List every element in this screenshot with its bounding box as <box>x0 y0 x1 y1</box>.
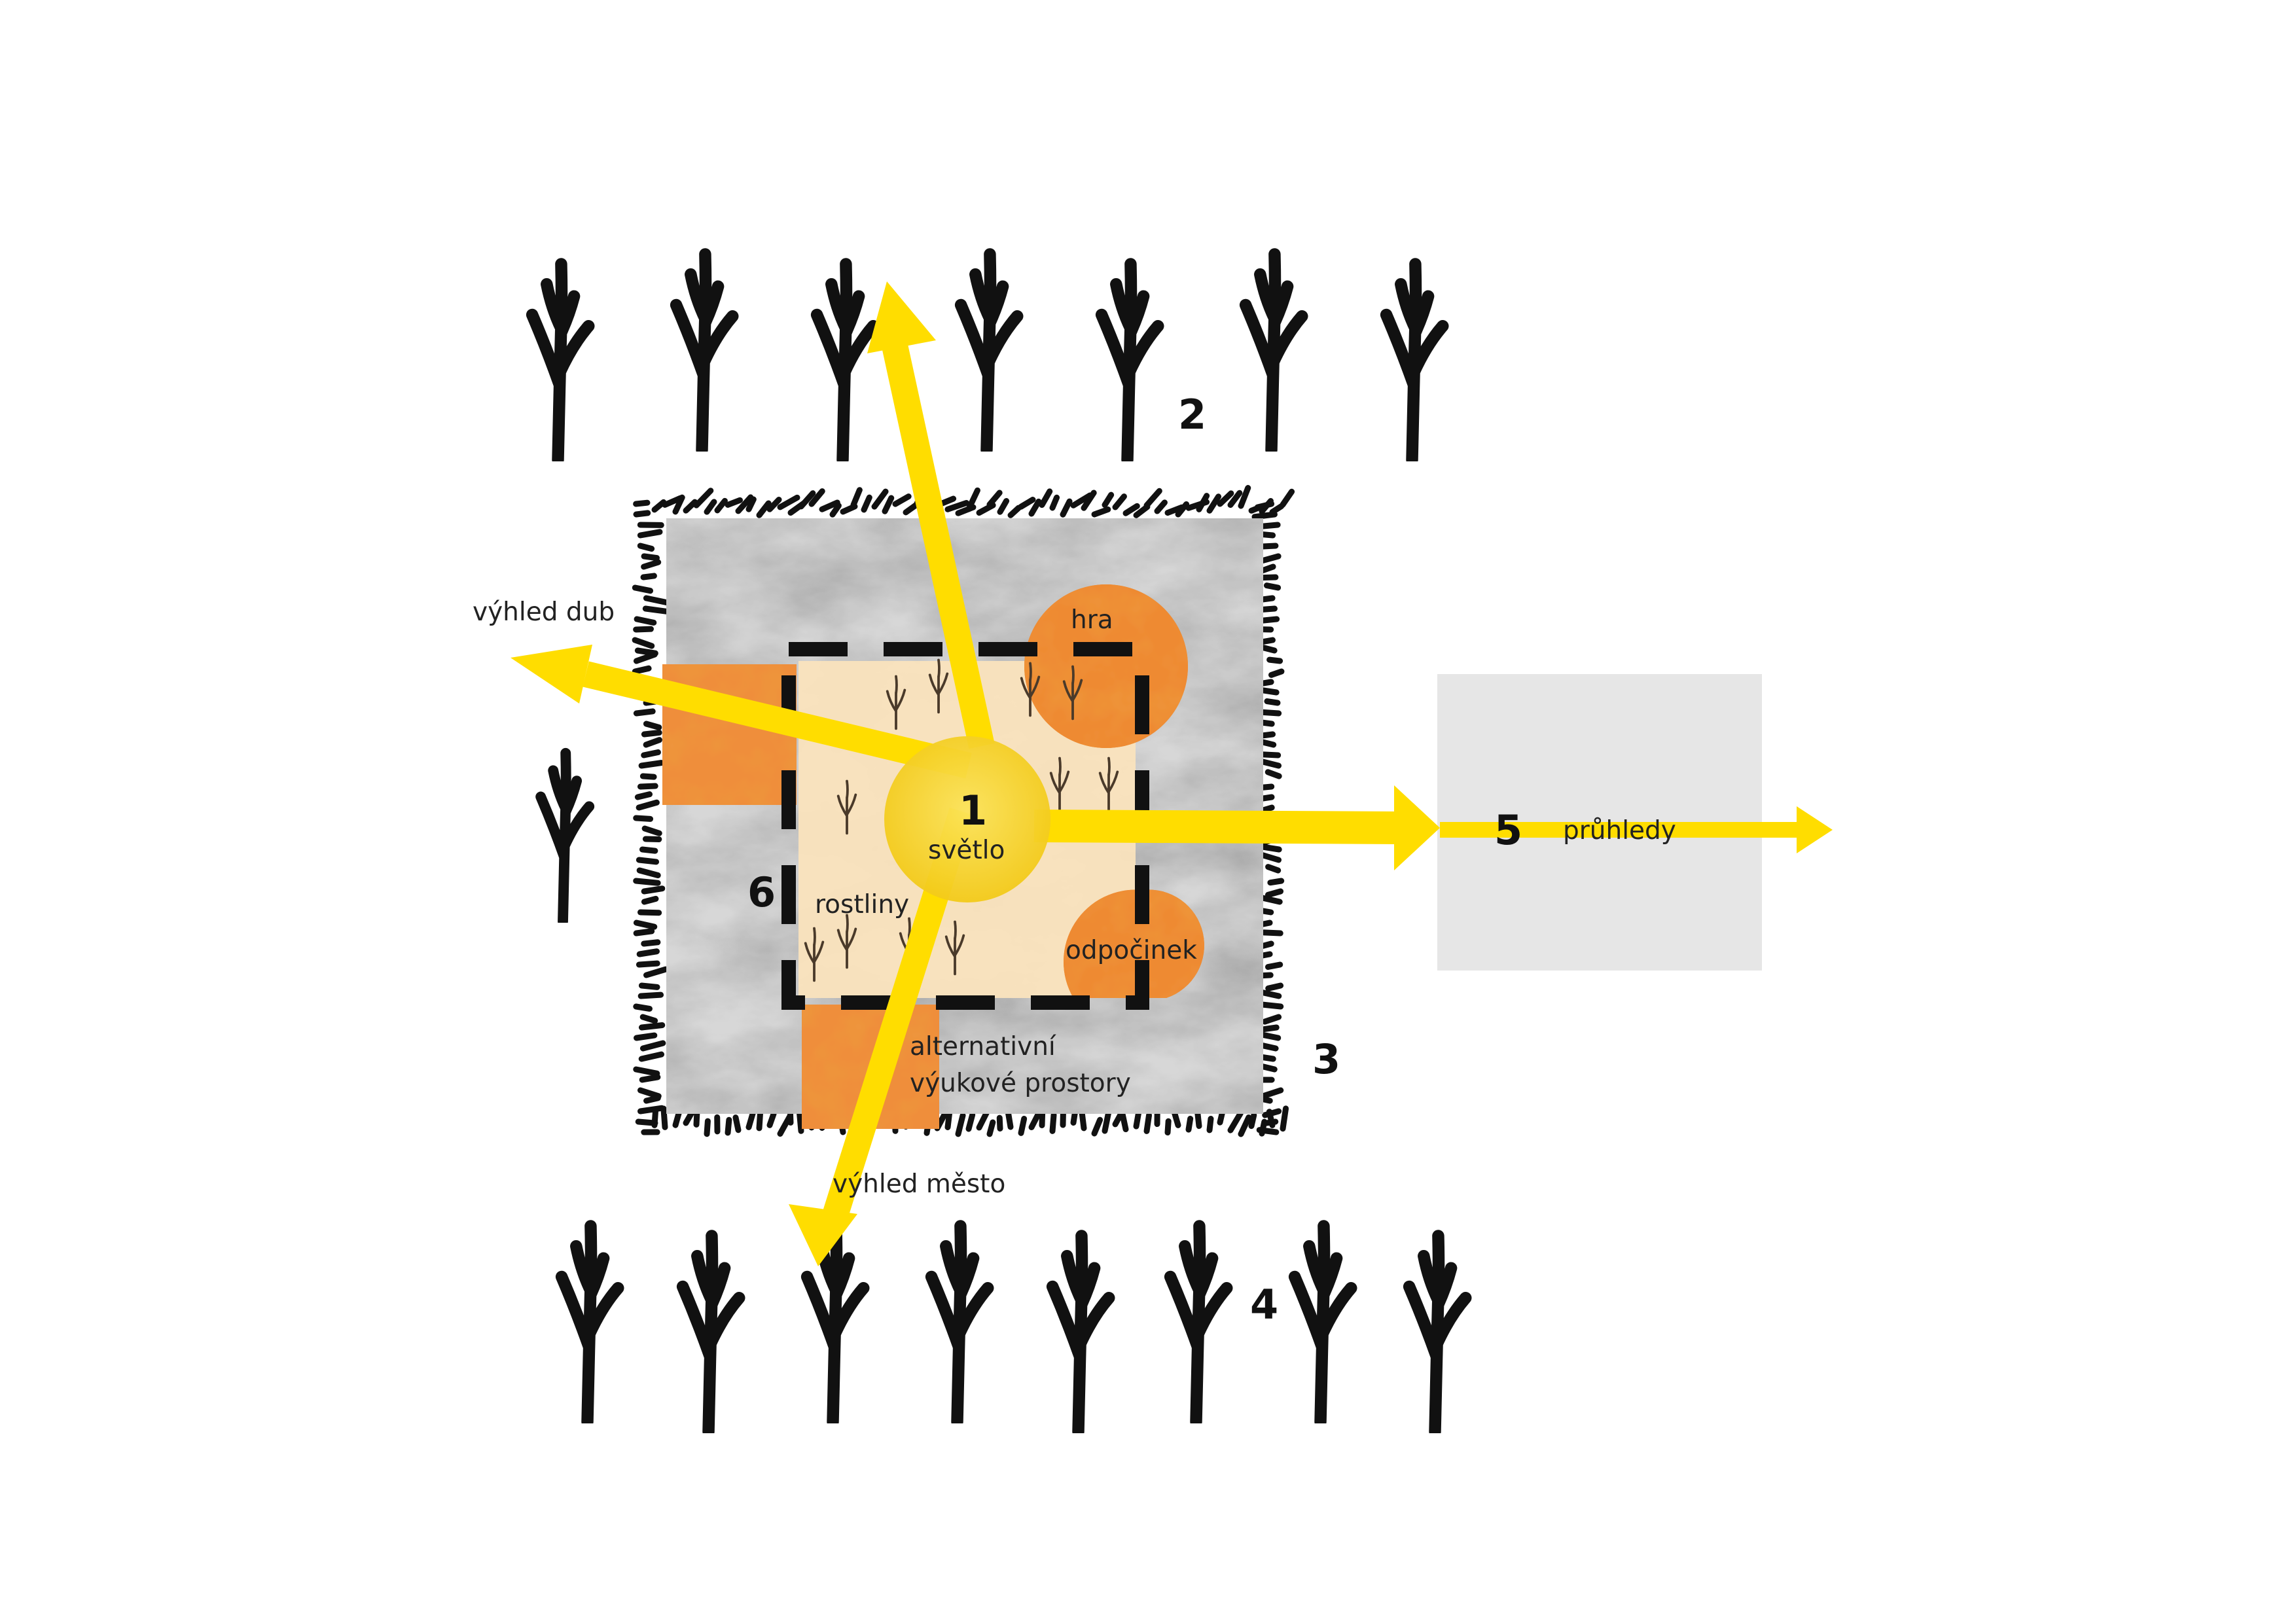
tree-icon <box>1386 264 1443 459</box>
label-vyhled-mesto: výhled město <box>833 1169 1005 1199</box>
marker-4: 4 <box>1250 1281 1278 1329</box>
tree-icon <box>532 264 588 459</box>
tree-icon <box>1409 1236 1465 1431</box>
tree-icon <box>1102 264 1158 459</box>
rest-halfcircle <box>1063 889 1204 998</box>
arrow-left <box>511 645 972 779</box>
label-rostliny: rostliny <box>815 890 909 919</box>
marker-1: 1 <box>959 787 987 834</box>
tree-icon <box>541 753 589 921</box>
marker-5: 5 <box>1494 806 1522 854</box>
tree-row-top <box>532 254 1443 459</box>
label-pruhledy: průhledy <box>1563 816 1676 846</box>
tree-icon <box>676 254 732 450</box>
tree-icon <box>1170 1226 1227 1421</box>
arrow-up <box>867 281 995 749</box>
tree-icon <box>961 254 1017 450</box>
tree-row-bottom <box>562 1226 1465 1431</box>
label-hra: hra <box>1071 605 1113 635</box>
label-svetlo: světlo <box>928 836 1005 865</box>
tree-icon <box>1295 1226 1351 1421</box>
tree-icon <box>562 1226 618 1421</box>
tree-icon <box>1246 254 1302 450</box>
label-alternativni: alternativní <box>910 1032 1056 1061</box>
tree-icon <box>1052 1236 1109 1431</box>
light-circle <box>884 736 1050 902</box>
label-vyukove-prostory: výukové prostory <box>910 1069 1131 1098</box>
tree-icon <box>931 1226 988 1421</box>
arrow-right <box>1033 785 1440 870</box>
marker-3: 3 <box>1312 1035 1340 1083</box>
marker-6: 6 <box>747 868 776 916</box>
label-vyhled-dub: výhled dub <box>473 597 615 627</box>
tree-icon <box>683 1236 739 1431</box>
tree-icon <box>817 264 873 459</box>
marker-2: 2 <box>1178 391 1206 438</box>
label-odpocinek: odpočinek <box>1066 936 1197 965</box>
arrow-right-through <box>1440 806 1833 853</box>
